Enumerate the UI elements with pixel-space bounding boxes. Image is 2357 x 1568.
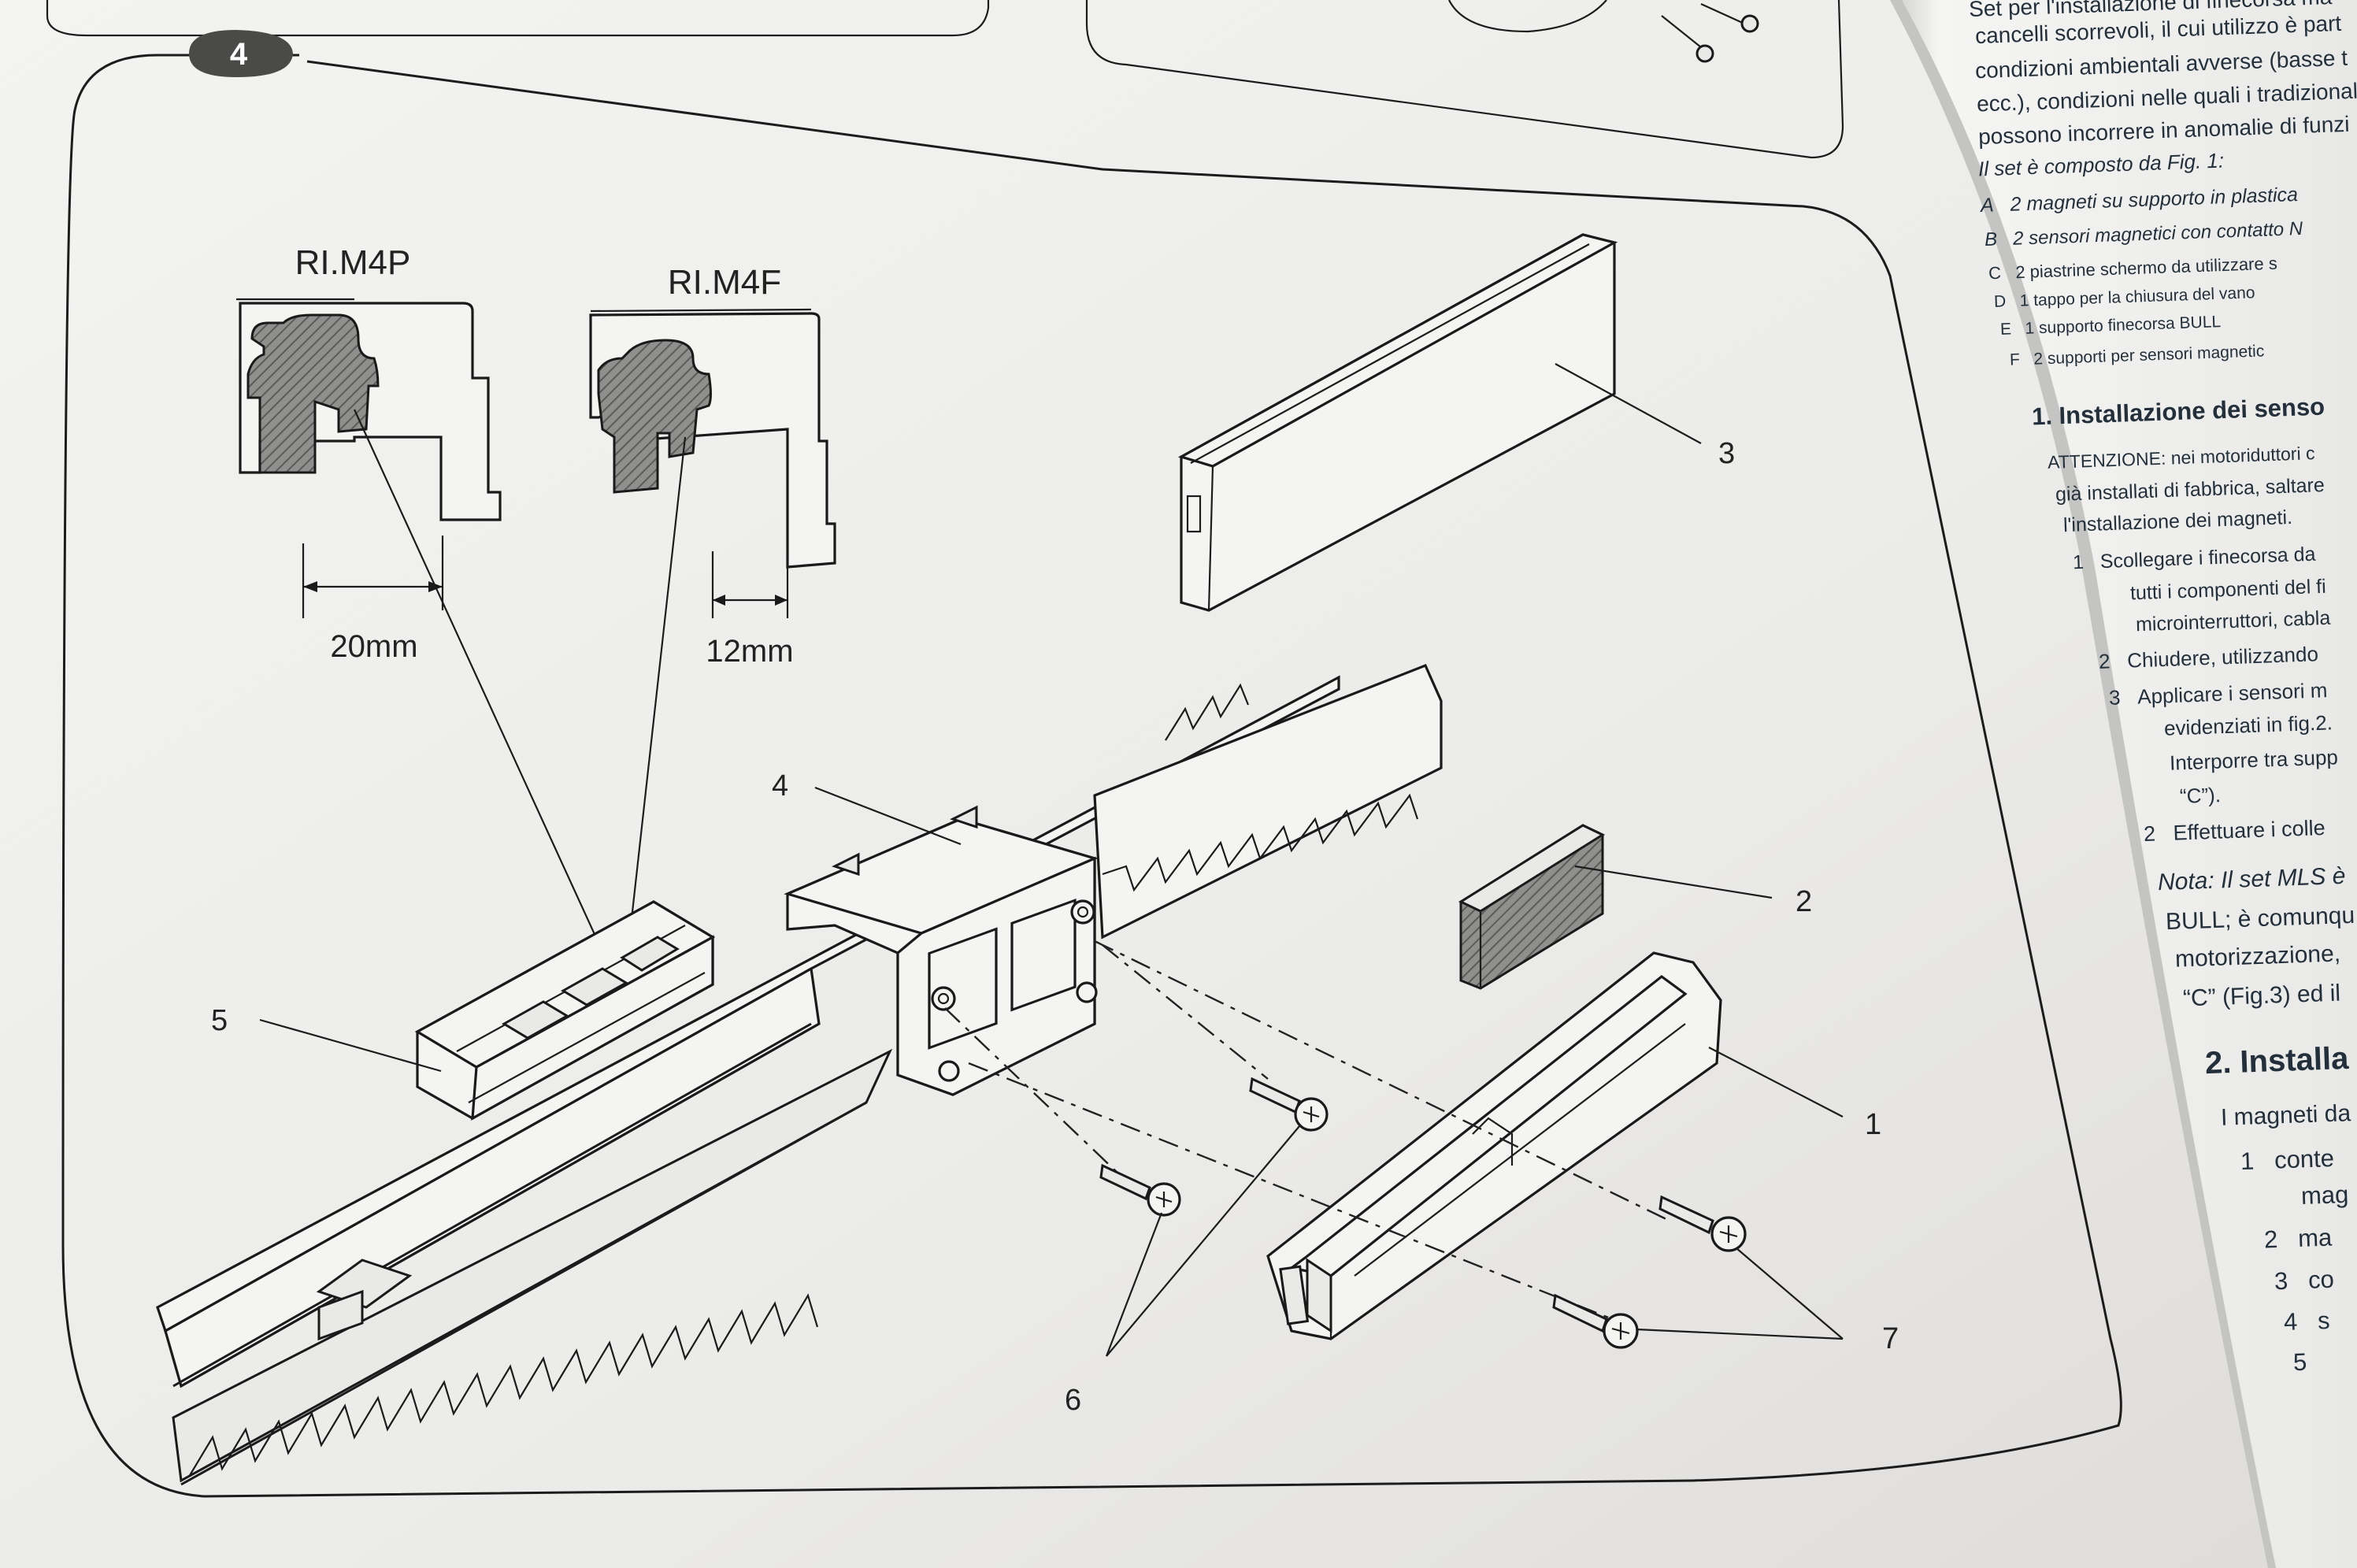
leader-3 (1555, 363, 1702, 444)
leader-profile-left (353, 409, 612, 969)
callout-6: 6 (1065, 1384, 1081, 1417)
right-page (1902, 0, 2357, 1568)
callout-7: 7 (1882, 1322, 1899, 1355)
profile-rim4p (236, 298, 502, 521)
screws-7 (1552, 1195, 1747, 1349)
leader-2 (1574, 865, 1773, 899)
leader-7a (1736, 1247, 1844, 1340)
screws-6 (1099, 1077, 1329, 1217)
assembly-axes (944, 940, 1670, 1325)
callout-5: 5 (211, 1004, 228, 1037)
callout-1: 1 (1865, 1108, 1881, 1141)
callout-3: 3 (1718, 437, 1735, 470)
leader-6b (1105, 1212, 1163, 1357)
top-screws-fragment (1448, 0, 1759, 63)
callout-4: 4 (772, 769, 788, 803)
part-2-magnet (1458, 824, 1606, 990)
part-5-holder (414, 900, 716, 1121)
part-3-cover (1177, 233, 1618, 612)
dimension-right (711, 551, 789, 618)
callout-2: 2 (1796, 885, 1812, 918)
profile-left-label: RI.M4P (295, 243, 411, 282)
part-4-bracket (784, 805, 1099, 1096)
step-badge-number: 4 (230, 37, 248, 72)
gear-rack (156, 663, 1443, 1486)
prev-figure-frame-right (1085, 0, 1844, 159)
figure-frame (61, 54, 2122, 1498)
profile-right-label: RI.M4F (668, 263, 781, 302)
prev-figure-frame-left (46, 0, 990, 37)
dimension-right-label: 12mm (706, 634, 793, 669)
leader-profile-right (628, 436, 687, 934)
leader-6a (1106, 1125, 1300, 1357)
leader-5 (259, 1018, 442, 1073)
dimension-left-label: 20mm (330, 629, 417, 664)
step-badge: 4 (189, 30, 293, 77)
dimension-left (302, 536, 444, 618)
part-1-support (1266, 951, 1722, 1340)
leader-1 (1708, 1047, 1844, 1118)
leader-4 (814, 786, 962, 846)
leader-7b (1636, 1328, 1844, 1340)
